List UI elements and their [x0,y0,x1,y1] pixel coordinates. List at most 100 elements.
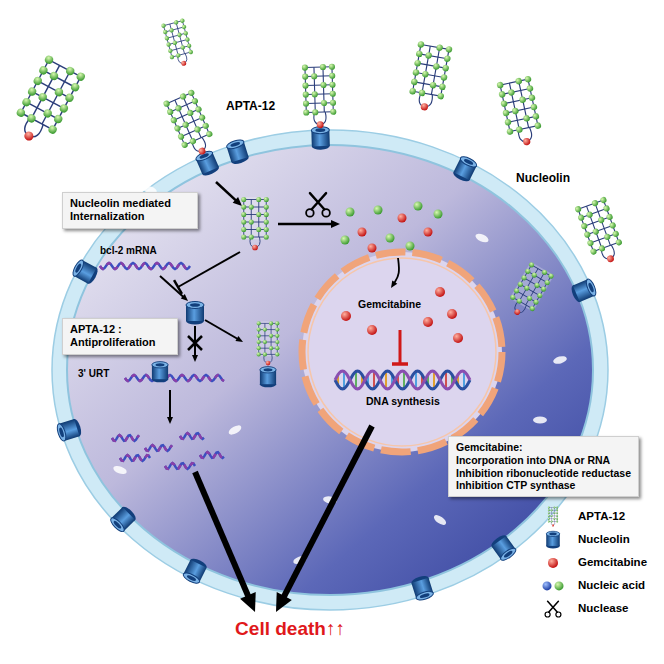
apta-12-structure [249,234,254,239]
apta-12-structure [306,111,333,113]
apta-12-structure [302,82,308,88]
diagram-label: 3' URT [78,368,109,380]
nucleolin-receptor [260,367,276,388]
apta-12-structure [551,521,553,523]
cell-body [52,130,608,610]
apta-12-structure [595,203,610,245]
apta-12-structure [513,287,520,294]
apta-12-structure [172,52,191,57]
nucleolin-receptor [584,278,597,297]
apta-12-structure [528,261,535,268]
apta-12-structure [241,204,246,209]
apta-12-structure [264,219,269,224]
apta-12-structure [21,97,32,108]
legend-text: Nucleolin [578,533,630,547]
apta-12-structure [598,245,606,253]
bcl2-mrna-pathway [178,252,240,287]
nucleus [302,252,502,452]
apta-12-structure [548,507,558,527]
nucleolin-receptor [490,533,518,562]
apta-12-structure [548,512,550,514]
bcl2-mrna-pathway [100,263,190,269]
vacuole [533,417,547,424]
apta-12-structure [172,40,177,45]
apta-12-structure [42,108,53,119]
apta-12-structure [320,82,326,88]
apta-12-structure [32,75,43,86]
apta-12-structure [244,229,267,230]
apta-12-structure [257,322,279,357]
apta-12-structure [497,76,542,135]
nucleolin-receptor [260,367,276,373]
internalization-pathway [233,197,242,206]
apta-12-structure [252,245,258,251]
apta-12-structure [548,507,558,523]
apta-12-structure [182,121,190,129]
apta-12-structure [321,100,327,106]
apta-12-structure [580,222,588,230]
apta-12-structure [548,273,555,280]
apta-12-structure [593,242,618,251]
apta-12-structure [516,298,523,305]
apta-12-structure [413,91,441,96]
info-box: Nucleolin mediated Internalization [62,192,198,229]
apta-12-structure [303,91,309,97]
apta-12-structure [306,102,333,104]
apta-12-structure [26,113,37,124]
nucleolin-receptor [315,128,325,132]
apta-12-structure [179,92,187,100]
apta-12-structure [422,70,429,77]
apta-12-structure [590,248,598,256]
apta-12-structure [418,63,446,68]
apta-12-structure [508,116,536,122]
nucleolin-receptor [182,557,208,586]
apta-12-structure [38,65,49,76]
internalization-pathway [368,244,377,253]
apta-12-structure [549,507,557,508]
apta-12-structure [170,116,178,124]
apta-12-structure [549,510,557,511]
apta-12-structure [48,70,59,81]
nuclear-envelope [302,252,502,452]
apta-12-structure [548,515,550,517]
cell-death-arrows [276,592,292,612]
box-text: Nucleolin mediated Internalization [70,197,190,224]
apta-12-structure [496,81,504,89]
apta-12-structure [303,100,309,106]
bcl2-mrna-pathway [100,263,190,269]
legend-row: Nucleic acid [578,579,645,593]
dna-helix [335,371,470,389]
cell-death-arrows [284,426,372,597]
apta-12-structure [312,109,318,115]
nucleolin-receptor [186,302,204,309]
apta-12-structure [532,276,551,308]
apta-12-structure [329,64,335,70]
apta-12-structure [205,130,213,138]
nucleolin-receptor [503,550,513,559]
apta-12-structure [549,513,557,514]
apta-12-structure [530,103,538,111]
apta-12-structure [577,214,585,222]
bcl2-mrna-pathway [205,320,238,339]
legend-text: Nucleic acid [578,579,645,593]
apta-12-structure [320,64,326,70]
label-holder: Nucleolin [516,172,570,186]
apta-12-structure [244,214,267,215]
apta-12-structure [256,197,261,202]
cell-death-arrows [195,472,248,596]
apta-12-structure [183,30,188,35]
apta-12-structure [529,305,536,312]
apta-12-structure [504,98,532,104]
nucleolin-receptor [156,363,165,366]
apta-12-structure [161,18,196,69]
apta-12-structure [551,507,552,521]
apta-12-structure [578,209,593,251]
apta-12-structure [592,228,600,236]
internalization-pathway [341,236,350,245]
bcl2-mrna-pathway [125,375,224,381]
gemcitabine-action [367,325,377,335]
apta-12-structure [329,73,335,79]
apta-12-structure [163,100,171,108]
apta-12-structure [244,237,267,238]
apta-12-structure [548,521,550,523]
